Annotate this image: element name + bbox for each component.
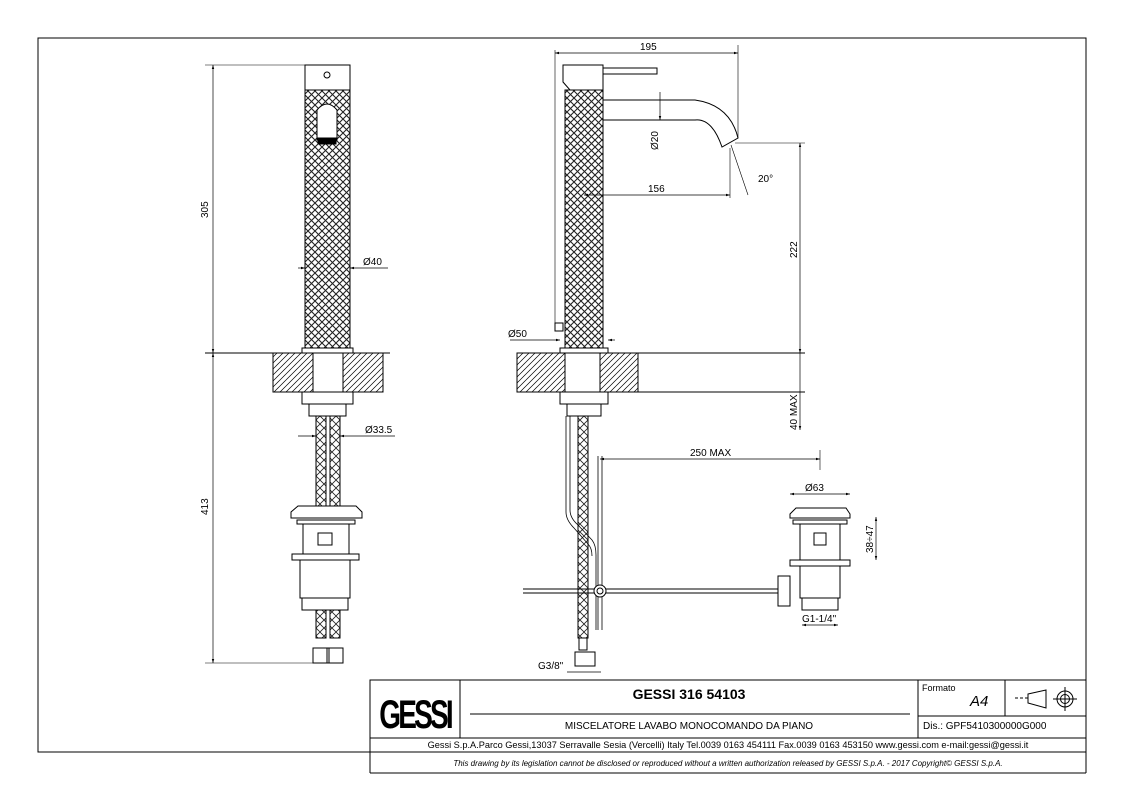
dim-front-body-diameter: Ø40 <box>363 257 382 268</box>
dim-front-height-lower: 413 <box>200 498 211 515</box>
dim-spout-reach: 156 <box>648 184 665 195</box>
product-code: GESSI 316 54103 <box>632 686 746 702</box>
drawing-number: Dis.: GPF5410300000G000 <box>923 721 1047 732</box>
product-description: MISCELATORE LAVABO MONOCOMANDO DA PIANO <box>564 721 814 732</box>
dim-front-height-upper: 305 <box>200 201 211 218</box>
dim-hose-thread: G3/8" <box>538 661 564 672</box>
dim-deck-thickness: 40 MAX <box>789 394 800 430</box>
dim-spout-angle: 20° <box>758 174 773 185</box>
dim-drain-diameter: Ø63 <box>805 483 824 494</box>
format-value: A4 <box>970 693 989 710</box>
dim-side-width: 195 <box>640 42 657 53</box>
dim-base-diameter: Ø50 <box>508 329 527 340</box>
side-view <box>510 45 878 673</box>
dim-rod-length: 250 MAX <box>690 448 731 459</box>
svg-text:GESSI: GESSI <box>379 693 452 737</box>
gessi-logo: GESSI <box>379 693 455 737</box>
format-label: Formato <box>922 683 956 693</box>
company-address: Gessi S.p.A.Parco Gessi,13037 Serravalle… <box>427 740 1029 750</box>
copyright-notice: This drawing by its legislation cannot b… <box>453 759 1003 768</box>
projection-symbol-icon <box>1015 687 1077 711</box>
title-block-grid <box>369 679 1087 774</box>
front-view <box>205 64 395 664</box>
dim-spout-height: 222 <box>789 241 800 258</box>
dim-drain-thread: G1-1/4" <box>802 614 837 625</box>
dim-drain-height: 38÷47 <box>865 525 876 553</box>
dim-front-hose-diameter: Ø33.5 <box>365 425 393 436</box>
dim-spout-diameter: Ø20 <box>650 131 661 150</box>
drawing-frame <box>37 37 1087 753</box>
